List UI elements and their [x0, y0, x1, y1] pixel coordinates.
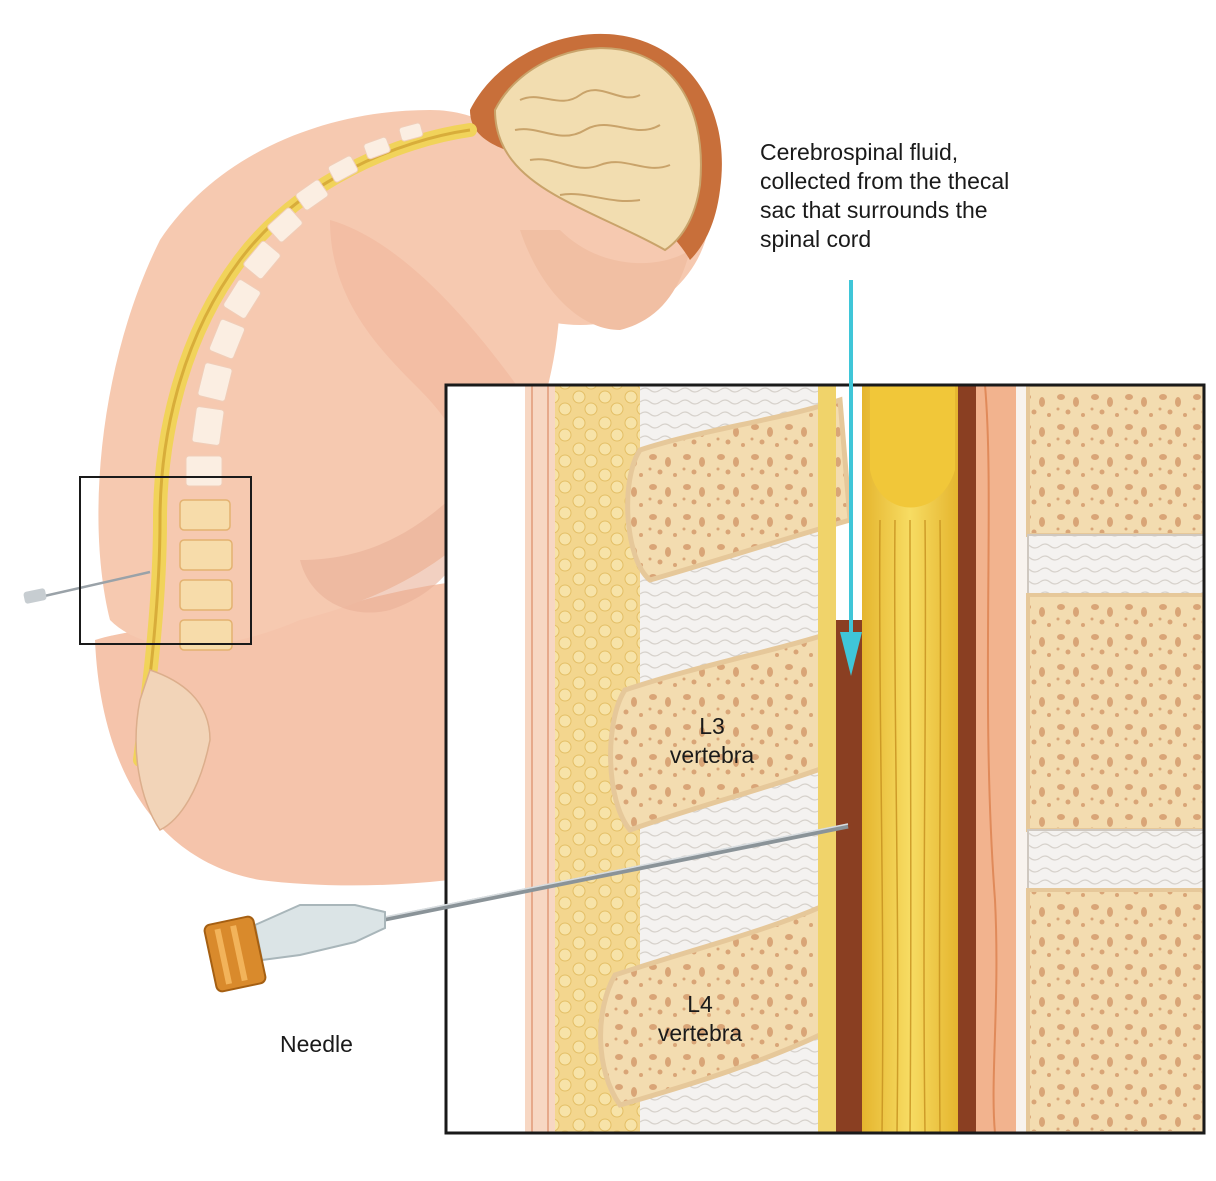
l3-label-line-2: vertebra	[632, 741, 792, 770]
csf-label-line-2: collected from the thecal	[760, 167, 1080, 196]
vertebral-body-upper	[1028, 385, 1204, 535]
skin-layer	[525, 385, 555, 1133]
l4-label-line-2: vertebra	[620, 1019, 780, 1048]
inset-cross-section	[446, 385, 1204, 1133]
csf-label-line-3: sac that surrounds the	[760, 196, 1080, 225]
vertebral-body-l3	[1028, 595, 1204, 830]
l3-vertebra-label: L3 vertebra	[632, 712, 792, 770]
csf-label-line-1: Cerebrospinal fluid,	[760, 138, 1080, 167]
vertebral-body-l4	[1028, 890, 1204, 1133]
l4-label-line-1: L4	[620, 990, 780, 1019]
csf-label-line-4: spinal cord	[760, 225, 1080, 254]
needle-label: Needle	[280, 1030, 353, 1059]
intervertebral-disc-lower	[1028, 830, 1204, 890]
csf-label: Cerebrospinal fluid, collected from the …	[760, 138, 1080, 254]
l3-label-line-1: L3	[632, 712, 792, 741]
conus-medullaris	[870, 385, 955, 508]
needle-hub	[255, 905, 385, 960]
intervertebral-disc-upper	[1028, 535, 1204, 595]
l4-vertebra-label: L4 vertebra	[620, 990, 780, 1048]
ligamentum-flavum	[818, 385, 836, 1133]
